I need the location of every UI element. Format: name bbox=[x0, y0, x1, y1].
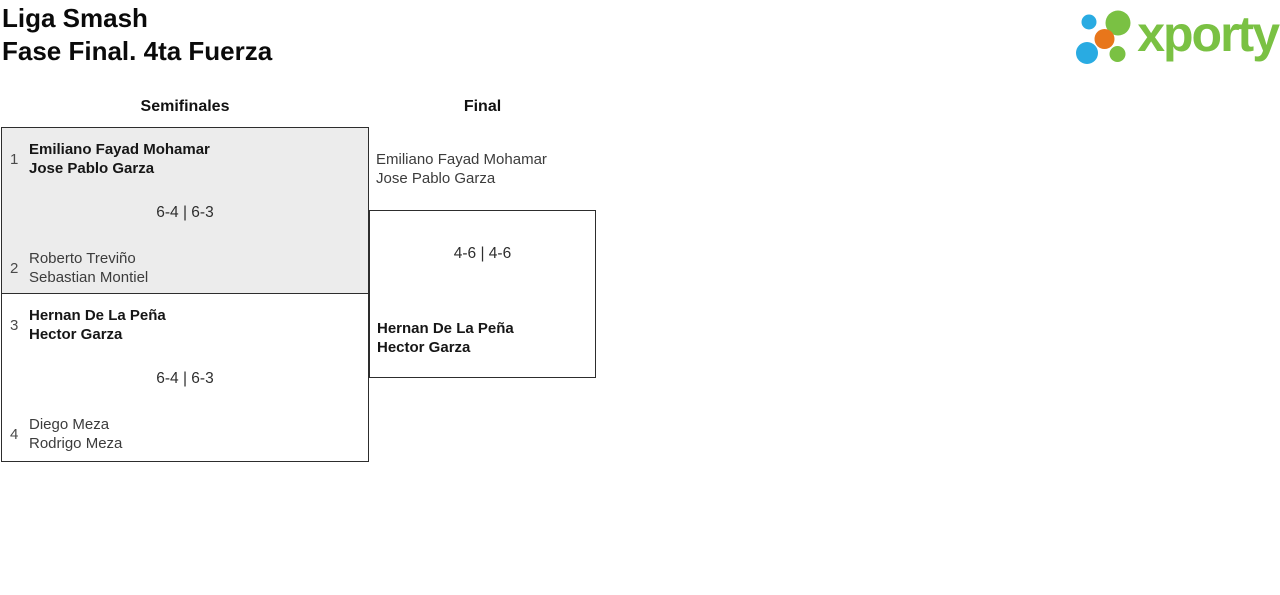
league-name: Liga Smash bbox=[2, 3, 148, 33]
semifinal-match-2[interactable]: 3 Hernan De La Peña Hector Garza 6-4 | 6… bbox=[1, 293, 369, 462]
xporty-dots-icon bbox=[1076, 10, 1131, 64]
player-name: Emiliano Fayad Mohamar bbox=[29, 141, 210, 158]
player-name: Sebastian Montiel bbox=[29, 269, 149, 286]
seed-number: 4 bbox=[10, 425, 19, 443]
seed-number: 3 bbox=[10, 316, 19, 334]
semifinal-match-1[interactable]: 1 Emiliano Fayad Mohamar Jose Pablo Garz… bbox=[1, 127, 369, 294]
team-names: Diego Meza Rodrigo Meza bbox=[29, 415, 122, 453]
player-name: Hernan De La Peña bbox=[29, 307, 166, 324]
player-name: Jose Pablo Garza bbox=[376, 170, 496, 187]
team-names: Emiliano Fayad Mohamar Jose Pablo Garza bbox=[29, 140, 210, 178]
player-name: Emiliano Fayad Mohamar bbox=[376, 151, 547, 168]
xporty-wordmark: xporty bbox=[1137, 6, 1280, 62]
seed-number: 1 bbox=[10, 150, 19, 168]
xporty-logo[interactable]: xporty bbox=[1075, 3, 1280, 67]
phase-name: Fase Final. 4ta Fuerza bbox=[2, 36, 273, 66]
match-slot-team2: 2 Roberto Treviño Sebastian Montiel bbox=[7, 249, 360, 287]
player-name: Roberto Treviño bbox=[29, 250, 136, 267]
player-name: Hector Garza bbox=[377, 339, 471, 356]
final-team2-names: Hernan De La Peña Hector Garza bbox=[377, 319, 514, 357]
match-slot-team2: 4 Diego Meza Rodrigo Meza bbox=[7, 415, 360, 453]
player-name: Hernan De La Peña bbox=[377, 320, 514, 337]
round-header-final: Final bbox=[463, 98, 502, 115]
player-name: Rodrigo Meza bbox=[29, 435, 123, 452]
match-score: 6-4 | 6-3 bbox=[156, 204, 214, 221]
final-team1-names: Emiliano Fayad Mohamar Jose Pablo Garza bbox=[376, 150, 547, 188]
match-slot-team1: 1 Emiliano Fayad Mohamar Jose Pablo Garz… bbox=[7, 140, 360, 178]
player-name: Diego Meza bbox=[29, 416, 110, 433]
player-name: Hector Garza bbox=[29, 326, 123, 343]
match-slot-team1: 3 Hernan De La Peña Hector Garza bbox=[7, 306, 360, 344]
match-score: 4-6 | 4-6 bbox=[453, 245, 512, 262]
round-header-semifinales: Semifinales bbox=[140, 98, 230, 115]
final-match[interactable]: 4-6 | 4-6 Hernan De La Peña Hector Garza bbox=[369, 210, 596, 378]
match-score: 6-4 | 6-3 bbox=[156, 370, 214, 387]
page-title: Liga Smash Fase Final. 4ta Fuerza bbox=[2, 2, 272, 68]
team-names: Roberto Treviño Sebastian Montiel bbox=[29, 249, 148, 287]
seed-number: 2 bbox=[10, 259, 19, 277]
team-names: Hernan De La Peña Hector Garza bbox=[29, 306, 166, 344]
player-name: Jose Pablo Garza bbox=[29, 160, 155, 177]
